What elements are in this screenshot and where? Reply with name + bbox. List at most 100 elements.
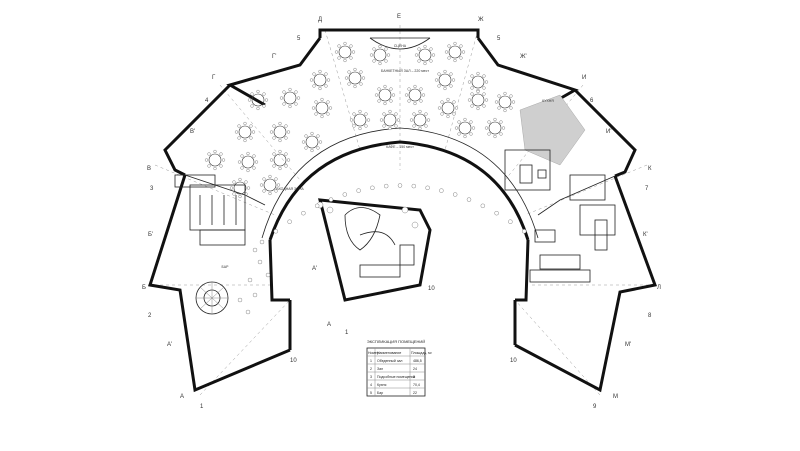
axis-label-zh-prime: Ж' (520, 54, 527, 60)
cafe-chair (356, 188, 361, 193)
spec-row-1-area: 486,5 (413, 359, 422, 363)
cafe-chair (411, 183, 416, 189)
spec-header-area: Площадь, м² (411, 351, 433, 355)
round-table (434, 69, 456, 91)
round-table (467, 89, 489, 111)
spec-row-5-name: Бар (377, 391, 383, 395)
cafe-chair (259, 239, 265, 245)
room-label-bar: БАР (222, 265, 230, 269)
cafe-chair (480, 203, 485, 208)
cafe-chair (384, 183, 389, 189)
cafe-chair (252, 247, 258, 253)
axis-label-2: 2 (148, 313, 152, 319)
axis-label-5-right: 5 (497, 36, 501, 42)
cafe-chair (466, 197, 472, 202)
axis-label-4: 4 (205, 98, 209, 104)
round-table (301, 131, 323, 153)
cafe-chair (425, 185, 430, 190)
axis-label-b: Б (142, 285, 146, 291)
cafe-chair (453, 192, 458, 197)
axis-label-10-center: 10 (428, 286, 435, 292)
axis-label-d: Д (318, 17, 322, 23)
axis-label-1-inner: 1 (345, 330, 349, 336)
round-table (444, 41, 466, 63)
cafe-chair (328, 197, 334, 202)
spec-row-5-area: 22 (413, 391, 417, 395)
inner-walls (184, 127, 616, 302)
axis-label-g-prime: Г' (272, 54, 276, 60)
restroom-zone (174, 174, 246, 246)
axis-label-7: 7 (645, 186, 649, 192)
round-table (204, 149, 226, 171)
cafe-chair (342, 192, 347, 197)
spec-row-4-num: 4 (370, 383, 372, 387)
cafe-chair (247, 277, 253, 283)
spec-row-3-area: 2 (413, 375, 415, 379)
axis-label-a-prime-inner: А' (312, 266, 317, 272)
spec-row-4-name: Кухня (377, 383, 386, 387)
cafe-chair (370, 185, 375, 190)
room-label-cafe: КАФЕ – 150 мест (386, 145, 414, 149)
spec-row-1-num: 1 (370, 359, 372, 363)
round-table (437, 97, 459, 119)
round-table (454, 117, 476, 139)
axis-label-1: 1 (200, 404, 204, 410)
round-table (344, 67, 366, 89)
round-table (309, 69, 331, 91)
round-table (484, 117, 506, 139)
spec-row-3-name: Подсобные помещения (377, 375, 415, 379)
room-label-lobby: ВХОДНАЯ ЗОНА (276, 187, 304, 191)
axis-label-i-prime: И' (606, 129, 611, 135)
spec-header-name: Наименование (377, 351, 401, 355)
cafe-chair (494, 211, 499, 216)
axis-label-v: В (147, 166, 151, 172)
axis-label-b-prime: Б' (148, 232, 153, 238)
spec-row-2-num: 2 (370, 367, 372, 371)
spec-row-2-area: 24 (413, 367, 417, 371)
cafe-chair (245, 309, 251, 315)
axis-label-v-prime: В' (190, 129, 195, 135)
cafe-chair (273, 229, 278, 234)
round-table (269, 149, 291, 171)
cafe-chair (315, 203, 320, 208)
cafe-chair (257, 259, 263, 265)
cafe-chair (439, 188, 444, 193)
axis-label-9: 9 (593, 404, 597, 410)
round-table (379, 109, 401, 131)
axis-label-10-right: 10 (510, 358, 517, 364)
spec-row-3-num: 3 (370, 375, 372, 379)
cafe-chair (252, 292, 258, 298)
stage (369, 37, 431, 50)
kitchen-zone (504, 94, 616, 283)
room-label-banquet: БАНКЕТНЫЙ ЗАЛ – 220 мест (381, 69, 429, 73)
round-table (374, 84, 396, 106)
axis-label-g: Г (212, 75, 216, 81)
round-table (311, 97, 333, 119)
axis-label-zh: Ж (478, 17, 484, 23)
round-table (369, 44, 391, 66)
round-table (414, 44, 436, 66)
axis-label-a-prime: А' (167, 342, 172, 348)
axis-label-10-left: 10 (290, 358, 297, 364)
spec-row-4-area: 70,4 (413, 383, 420, 387)
cafe-chair (522, 229, 527, 234)
round-table (259, 174, 281, 196)
spec-row-2-name: Зал (377, 367, 383, 371)
room-label-stage: СЦЕНА (394, 44, 407, 48)
round-table (467, 71, 489, 93)
round-table (229, 177, 251, 199)
round-table (349, 109, 371, 131)
round-table (409, 109, 431, 131)
spec-row-1-name: Обеденный зал (377, 359, 402, 363)
round-table (269, 121, 291, 143)
axis-labels: Д Е Ж 5 5 Г' Г 4 В' В 3 Б' Б 2 А' А 1 Ж'… (142, 14, 661, 410)
spec-row-5-num: 5 (370, 391, 372, 395)
round-table (494, 91, 516, 113)
cafe-chair (508, 219, 513, 224)
cafe-seating (237, 183, 527, 315)
cafe-chair (301, 211, 306, 216)
round-table (334, 41, 356, 63)
axis-label-m-prime: М' (625, 342, 631, 348)
outer-walls (148, 28, 658, 393)
round-table (404, 84, 426, 106)
